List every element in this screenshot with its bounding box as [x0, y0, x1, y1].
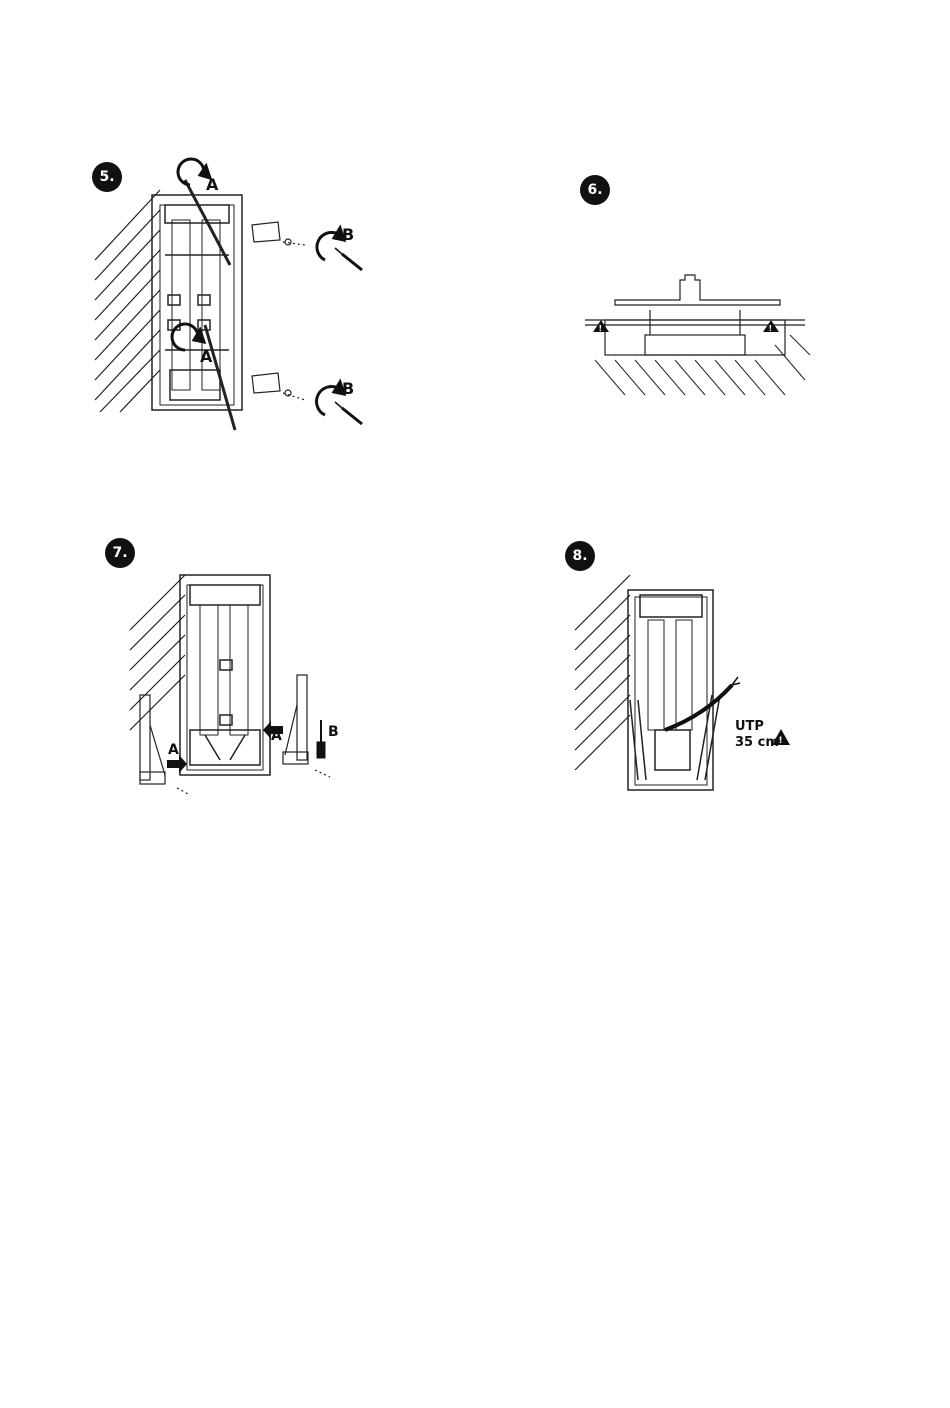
mounting-frame — [152, 195, 242, 410]
label-a-top: A — [206, 175, 219, 194]
hatched-wall-icon — [575, 575, 630, 770]
screwdriver-icon — [317, 720, 325, 758]
label-a-bottom: A — [200, 347, 213, 366]
label-b-top: B — [342, 225, 354, 244]
mounting-frame — [628, 590, 720, 790]
support-leg-right — [283, 675, 330, 777]
bracket-piece — [252, 222, 305, 245]
svg-text:!: ! — [769, 324, 773, 333]
screwdriver-icon — [335, 248, 362, 270]
svg-text:!: ! — [599, 324, 603, 333]
rotate-arrow-icon — [317, 228, 344, 260]
warning-icon: ! — [763, 320, 779, 333]
hatched-wall-icon — [95, 190, 160, 412]
step-8-panel: 8. UTP 35 cm — [560, 535, 820, 800]
hatched-wall-icon — [595, 335, 810, 395]
step-7-panel: 7. — [95, 530, 375, 805]
label-b: B — [328, 724, 339, 740]
rotate-arrow-icon — [317, 382, 344, 415]
bracket-piece — [252, 373, 305, 400]
step-8-illustration: UTP 35 cm ! — [560, 535, 820, 800]
step-6-illustration: ! ! — [565, 160, 825, 410]
step-6-panel: 6. ! — [565, 160, 825, 410]
step-7-illustration: A A B — [95, 530, 375, 805]
cable-length-label: 35 cm — [735, 735, 779, 750]
step-5-panel: 5. — [80, 150, 400, 450]
support-leg-left — [140, 695, 190, 795]
warning-icon: ! — [593, 320, 609, 333]
mounting-frame — [180, 575, 270, 775]
hatched-wall-icon — [130, 575, 185, 730]
svg-text:!: ! — [779, 736, 783, 746]
label-a-left: A — [168, 742, 179, 758]
utp-cable — [665, 685, 732, 730]
label-b-bottom: B — [342, 379, 354, 398]
screwdriver-icon — [335, 402, 362, 424]
label-a-right: A — [271, 728, 282, 744]
frame-section — [585, 275, 805, 355]
step-5-illustration: A A B — [80, 150, 400, 450]
cable-type-label: UTP — [735, 719, 764, 734]
